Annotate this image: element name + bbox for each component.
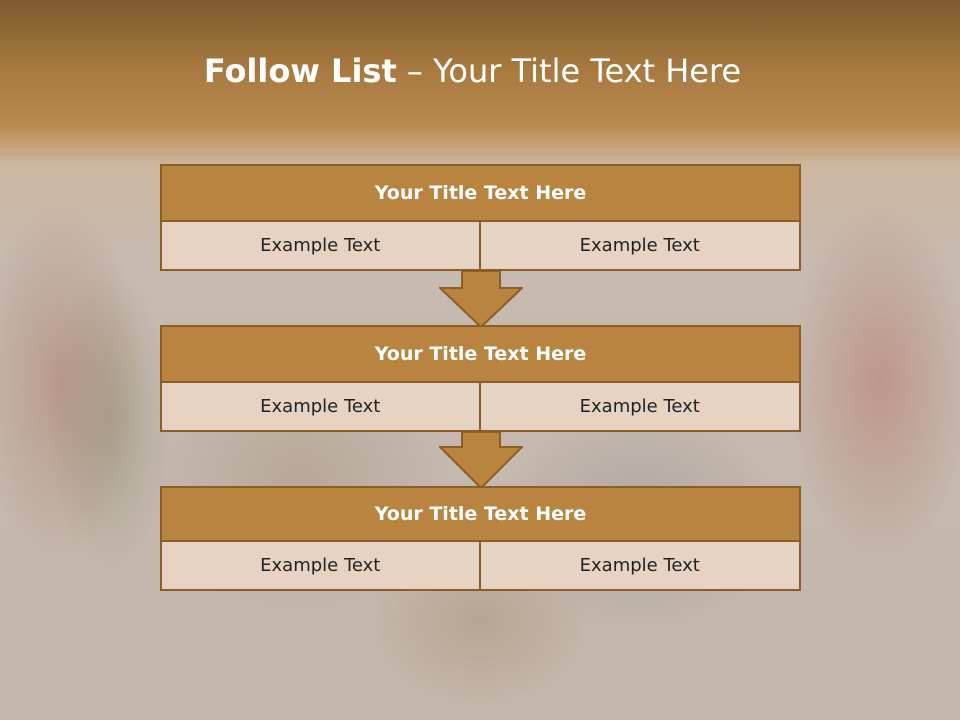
block-title[interactable]: Your Title Text Here xyxy=(160,164,801,222)
block-row: Example Text Example Text xyxy=(160,383,801,432)
block-row: Example Text Example Text xyxy=(160,542,801,591)
example-text-left[interactable]: Example Text xyxy=(160,383,481,432)
example-text-right[interactable]: Example Text xyxy=(480,383,801,432)
list-block-3: Your Title Text Here Example Text Exampl… xyxy=(160,486,801,591)
list-block-2: Your Title Text Here Example Text Exampl… xyxy=(160,325,801,432)
title-bold: Follow List xyxy=(203,52,397,90)
title-rest: – Your Title Text Here xyxy=(396,52,742,90)
example-text-left[interactable]: Example Text xyxy=(160,542,481,591)
list-block-1: Your Title Text Here Example Text Exampl… xyxy=(160,164,801,271)
block-title[interactable]: Your Title Text Here xyxy=(160,325,801,383)
example-text-right[interactable]: Example Text xyxy=(480,222,801,271)
down-arrow-icon xyxy=(439,270,523,328)
block-row: Example Text Example Text xyxy=(160,222,801,271)
block-title[interactable]: Your Title Text Here xyxy=(160,486,801,542)
slide-title: Follow List – Your Title Text Here xyxy=(0,52,945,90)
example-text-left[interactable]: Example Text xyxy=(160,222,481,271)
down-arrow-icon xyxy=(439,431,523,489)
example-text-right[interactable]: Example Text xyxy=(480,542,801,591)
